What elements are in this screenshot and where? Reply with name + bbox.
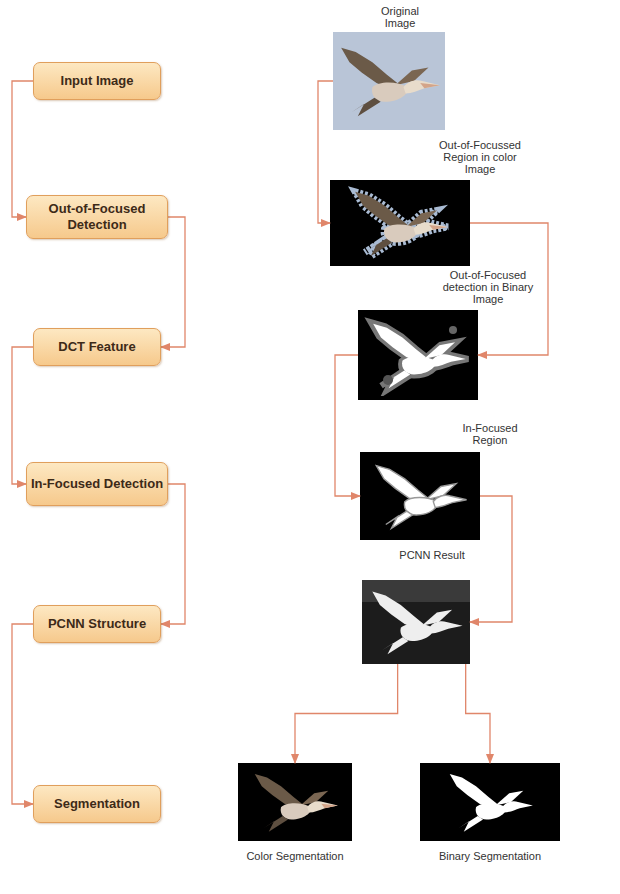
image-panel: PCNN Result [362, 580, 470, 664]
box-label: In-Focused Detection [31, 476, 163, 492]
flow-arrow [466, 664, 490, 763]
box-label: PCNN Structure [48, 616, 146, 632]
process-box: Input Image [33, 62, 161, 100]
flow-arrow [335, 355, 360, 496]
image-caption: PCNN Result [382, 549, 482, 561]
image-panel: Original Image [333, 32, 445, 130]
process-box: PCNN Structure [33, 605, 161, 643]
color-segmentation-image [238, 763, 352, 841]
image-caption: Out-of-Focussed Region in color Image [432, 139, 528, 175]
flow-arrow [470, 496, 512, 622]
box-label: Segmentation [54, 796, 140, 812]
original-image [333, 32, 445, 130]
image-caption: Out-of-Focused detection in Binary Image [442, 269, 534, 305]
process-box: DCT Feature [33, 328, 161, 366]
flow-arrow [318, 81, 333, 223]
box-label: Out-of-Focused Detection [27, 201, 167, 233]
flow-arrow [295, 664, 398, 763]
image-panel: Binary Segmentation [420, 763, 560, 841]
box-label: DCT Feature [58, 339, 135, 355]
process-box: In-Focused Detection [26, 462, 168, 506]
process-box: Segmentation [33, 785, 161, 823]
image-caption: In-Focused Region [460, 422, 520, 446]
out-of-focus-binary-image [358, 310, 478, 400]
image-caption: Color Segmentation [225, 850, 365, 862]
image-panel: Out-of-Focused detection in Binary Image [358, 310, 478, 400]
process-box: Out-of-Focused Detection [26, 195, 168, 239]
out-of-focus-color-image [330, 180, 470, 266]
image-caption: Original Image [370, 5, 430, 29]
image-panel: Out-of-Focussed Region in color Image [330, 180, 470, 266]
pcnn-result-image [362, 580, 470, 664]
image-caption: Binary Segmentation [420, 850, 560, 862]
in-focused-image [360, 452, 480, 540]
image-panel: Color Segmentation [238, 763, 352, 841]
image-panel: In-Focused Region [360, 452, 480, 540]
flow-arrow [12, 624, 33, 804]
binary-segmentation-image [420, 763, 560, 841]
box-label: Input Image [61, 73, 134, 89]
